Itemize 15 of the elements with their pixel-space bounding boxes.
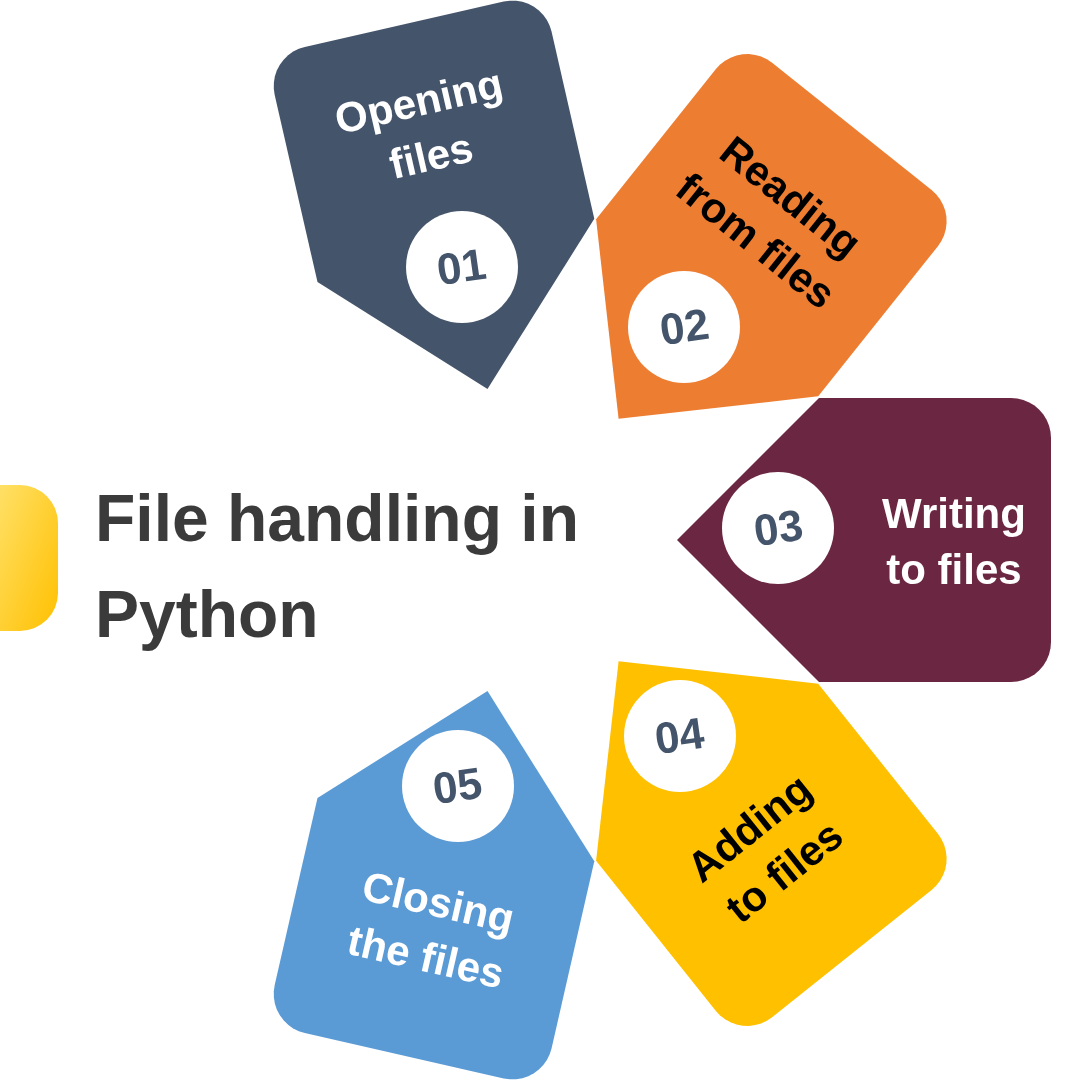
step-number: 03: [750, 502, 806, 554]
step-label: Closing the files: [342, 860, 520, 1000]
pentagon-tag: [677, 398, 1051, 682]
step-number: 02: [657, 301, 712, 352]
step-number: 01: [434, 241, 489, 292]
pentagon-tag: [273, 0, 595, 389]
step-label: Writing to files: [881, 489, 1027, 595]
rounded-tab-shape: [0, 485, 60, 631]
step-label: Opening files: [329, 58, 509, 191]
step-number: 05: [430, 760, 485, 812]
pentagon-tag: [596, 661, 947, 1026]
pentagon-tag: [596, 54, 947, 419]
pentagon-tag: [273, 691, 595, 1080]
diagram-title: File handling in Python: [95, 480, 580, 653]
step-number: 04: [652, 711, 708, 762]
